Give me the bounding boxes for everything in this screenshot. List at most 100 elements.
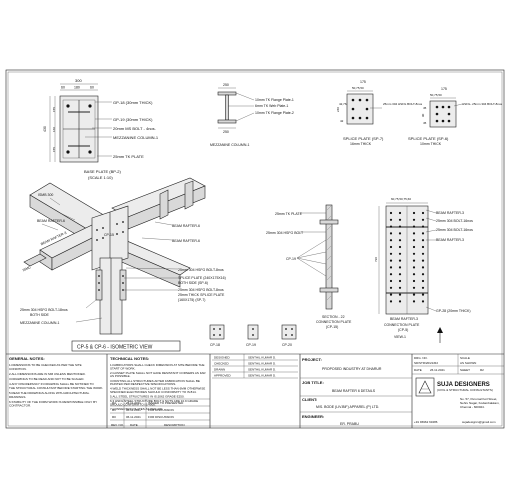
cp-bolt	[389, 218, 393, 221]
cp-bolt	[389, 279, 393, 283]
note-item: 1.DIMENSIONS TO BE CHECKED AS PER THE SI…	[9, 363, 82, 371]
job-title: BEAM RAFTER 6 DETAILS	[332, 389, 376, 393]
cp-bolt-group	[389, 211, 425, 303]
cp-bolt	[398, 259, 402, 262]
iso-label-mezz-col: MEZZANINE COLUMN-1	[20, 321, 60, 325]
small-plate-cp19-label: CP-19	[246, 343, 256, 347]
rev-date: 06.11.2021	[126, 408, 141, 412]
note-item: 5.ALL STEEL STRUCTURES IN IS:2062 GRADE …	[110, 395, 185, 399]
cp-bolt	[421, 225, 425, 228]
cp-bolt	[421, 266, 425, 269]
sp7-dim-42: 42	[340, 119, 344, 123]
cp-elevation-view: VIEW-1	[394, 335, 406, 339]
cp-bolt	[398, 245, 402, 249]
cp-label-gp28: GP-28 (20mm THICK)	[436, 309, 471, 313]
baseplate-plan: 300 60 180 60 430 155 160 155 GP-18 (30m…	[43, 78, 159, 180]
cp-section-cp19: CP-19	[286, 257, 296, 261]
cp-bolt	[421, 218, 425, 221]
cp-bolt	[412, 259, 416, 262]
rev-desc: FOR DISCUSSION	[148, 408, 174, 412]
technical-notes-list: 1.FABRICATORS SHALL CHECK DIMENSION AT S…	[110, 363, 206, 411]
cp-bolt	[389, 245, 393, 249]
cp-bolt	[412, 300, 416, 303]
cp-bolt	[412, 273, 416, 276]
firm-name: SUJA DESIGNERS	[437, 382, 490, 388]
sp6-bolt-note: HSFG- 25mm 304 BOLT-8nos	[462, 102, 503, 106]
iso-label-rafter6-b: BEAM RAFTER-6	[37, 219, 65, 223]
cp-bolt	[389, 300, 393, 303]
firm-address-line: No. 57, Perumal Koil Street,	[460, 397, 497, 401]
sp7-dim-240: 240	[336, 107, 340, 112]
cp-bolt	[412, 239, 416, 242]
cp-elevation-title: CONNECTION PLATE	[384, 323, 420, 327]
col-dim-top: 250	[223, 83, 229, 87]
sp6-dim-split: 50,75,50	[430, 93, 442, 97]
small-plates: CP-18 CP-19 CP-20	[209, 324, 297, 347]
note-item: 1.FABRICATORS SHALL CHECK DIMENSION AT S…	[110, 363, 204, 370]
cp-bolt	[421, 245, 425, 249]
sp6-dim-45-b: 45	[423, 121, 427, 125]
cp-label-bolt-a: 25mm 304 BOLT-16nos	[436, 219, 473, 223]
isometric-view: ISMB 300 BEAM RAFTER-6 BEAM RAFTER-6 BEA…	[20, 177, 226, 352]
project-label: PROJECT:	[302, 357, 322, 362]
cp-bolt	[398, 273, 402, 276]
cp-bolt	[398, 252, 402, 255]
cp-bolt	[389, 239, 393, 242]
sp6-thickness: 10mm THICK	[420, 142, 442, 146]
sp7-dim-split: 50,75,50	[352, 86, 364, 90]
firm-tagline: (CIVIL & STRUCTURAL CONSULTANTS)	[437, 388, 493, 392]
col-title: MEZZANINE COLUMN-1	[210, 143, 250, 147]
cp-label-rafter3-b: BEAM RAFTER-3	[436, 238, 464, 242]
note-item: 4.ANY DISCREPANCY IN DRAWING SHALL BE NO…	[9, 382, 103, 390]
col-web: 6mm TK Web Plate-1	[255, 104, 288, 108]
iso-label-bolt-8b: 25mm 304 HSFG BOLT-8nos	[178, 288, 224, 292]
callout-mezz-col: MEZZANINE COLUMN-1	[113, 135, 159, 140]
firm-address-line: Nehru Nagar, Kodambakkam,	[460, 401, 500, 405]
cp-bolt	[389, 252, 393, 255]
cp-bolt	[389, 211, 393, 215]
sp6-dim-175: 175	[441, 87, 447, 91]
rev-desc: FOR DISCUSSION	[148, 415, 174, 419]
rev-date: 26.11.2021	[126, 401, 141, 405]
cp-bolt	[389, 259, 393, 262]
dim-60-right: 60	[90, 86, 94, 90]
cp-bolt	[389, 232, 393, 235]
cp-section-bolt: 25mm 304 HSFG BOLT	[266, 231, 304, 235]
col-flange-2: 10mm TK Flange Plate-2	[255, 111, 294, 115]
cp-section-ref: (CP-15)	[326, 325, 338, 329]
cp-label-rafter3-a: BEAM RAFTER-3	[436, 211, 464, 215]
cp-elevation: 60,75,50,75,60 720 BEAM RAFTER-3 25mm 30…	[374, 197, 473, 343]
cp-bolt	[412, 252, 416, 255]
firm-logo	[415, 377, 435, 397]
rev-date: 06.11.2021	[126, 415, 141, 419]
sp7-thickness: 16mm THICK	[350, 142, 372, 146]
cp-section-title: SECTION - 22	[322, 315, 345, 319]
cp-bolt	[398, 266, 402, 269]
sp6-outline	[429, 100, 457, 128]
small-plate-cp18-label: CP-18	[210, 343, 220, 347]
small-plate-cp18	[209, 324, 225, 340]
rev-no: R0	[112, 415, 116, 419]
iso-label-rafter6-a: BEAM RAFTER-6	[172, 224, 200, 228]
cp-section-plate	[325, 204, 333, 310]
iso-label-cp15: CP-15	[104, 233, 114, 237]
iso-label-sp7: (160X175) (SP-7)	[178, 298, 205, 302]
note-item: 3.PAINTING ALL STRUCTURES AFTER FABRICAT…	[110, 379, 200, 386]
sheet-label: SHEET	[460, 368, 470, 372]
iso-label-ismc: ISMC	[22, 265, 32, 273]
rev-header-desc: DESCRIPTION	[164, 423, 185, 427]
cp-bolt	[421, 300, 425, 303]
sp7-dim-175: 175	[360, 80, 366, 84]
note-item: 7.CONNECTION PLATES AS PER 200.	[110, 407, 163, 411]
cp-bolt	[421, 232, 425, 235]
note-item: 4.WELD THICKNESS SHALL NOT BE LESS THAN …	[110, 387, 205, 394]
sign-role: APPROVED	[214, 374, 232, 378]
cp-bolt	[412, 211, 416, 215]
dim-430: 430	[43, 126, 47, 132]
dim-155-bottom: 155	[52, 147, 56, 152]
cp-section-subtitle: CONNECTION PLATE	[316, 320, 352, 324]
rev-desc: ISSUED TO PRESENTED	[148, 401, 184, 405]
